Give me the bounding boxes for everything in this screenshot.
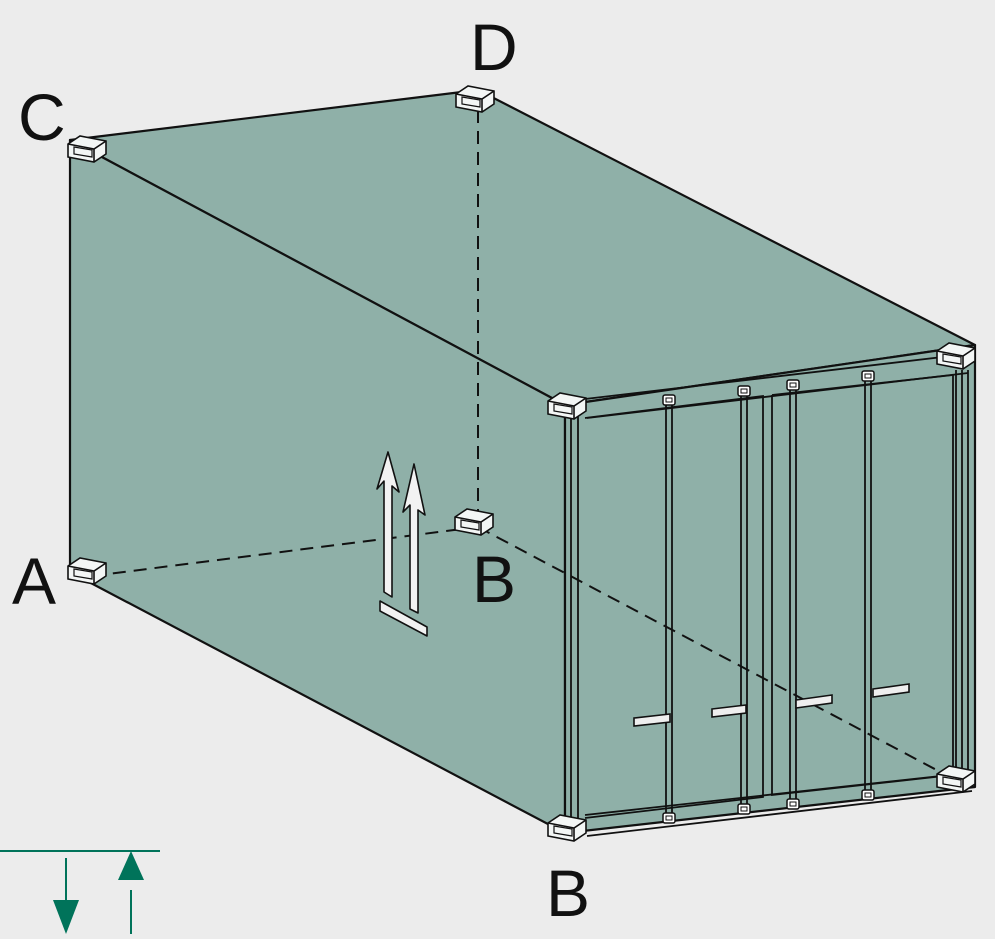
door-frame xyxy=(564,353,973,837)
door-handles xyxy=(633,683,910,727)
corner-label-d: D xyxy=(470,10,518,84)
stacking-arrows-icon xyxy=(0,850,160,934)
this-way-up-icon xyxy=(376,451,428,637)
container-body xyxy=(68,88,977,835)
door-end-face xyxy=(563,343,977,835)
corner-label-b-bottom: B xyxy=(546,856,591,930)
corner-label-b-hidden: B xyxy=(472,542,517,616)
corner-label-c: C xyxy=(18,80,66,154)
corner-label-a: A xyxy=(12,544,57,618)
